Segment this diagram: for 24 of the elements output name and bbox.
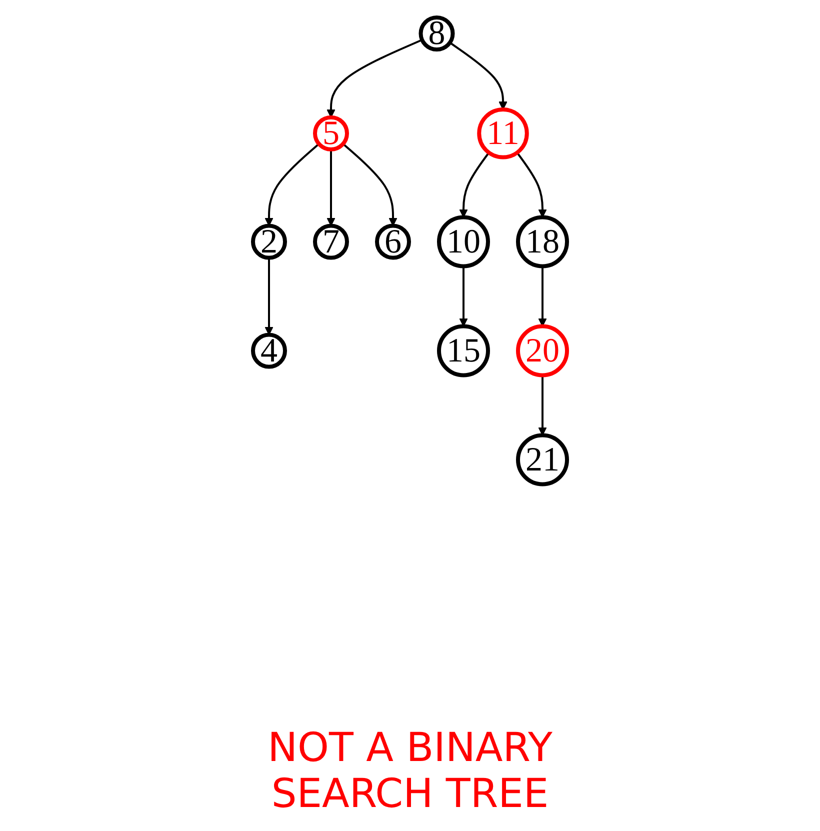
arrow: [264, 258, 274, 336]
arrow: [264, 143, 320, 226]
node-circle: 10: [437, 215, 490, 268]
arrow: [449, 42, 508, 110]
arrow: [538, 375, 547, 436]
node-circle: 7: [313, 224, 349, 260]
node-circle: 8: [418, 16, 455, 52]
node-circle: 11: [477, 108, 529, 160]
arrow: [326, 149, 336, 226]
node-circle: 21: [516, 433, 569, 486]
arrow: [326, 38, 422, 118]
node-circle: 18: [516, 215, 569, 268]
node-circle: 6: [375, 224, 411, 260]
node-circle: 5: [313, 115, 349, 152]
arrow: [538, 266, 547, 327]
node-circle: 4: [251, 332, 287, 369]
arrow: [342, 143, 398, 226]
arrow: [459, 266, 468, 327]
arrow: [516, 152, 547, 218]
arrow: [459, 152, 490, 218]
node-circle: 2: [251, 224, 287, 260]
note-text: NOT A BINARY SEARCH TREE: [266, 725, 554, 817]
node-circle: 15: [437, 324, 490, 378]
node-circle: 20: [516, 324, 569, 378]
